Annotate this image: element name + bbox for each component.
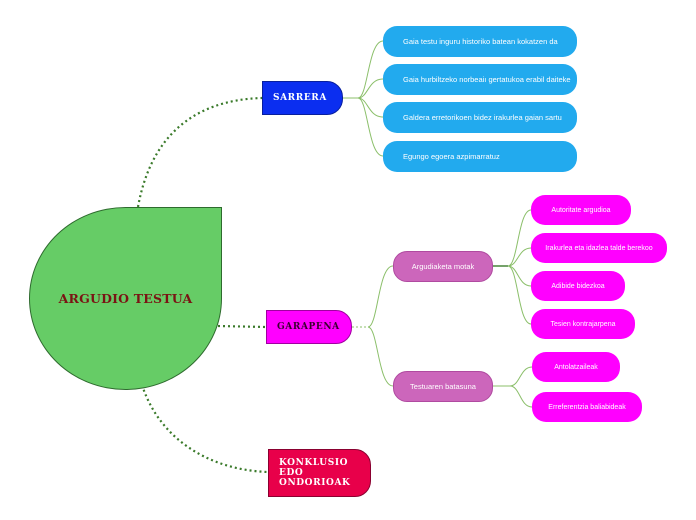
batasuna-item-1-label: Antolatzaileak	[554, 363, 598, 371]
argudio-item-3[interactable]: Adibide bidezkoa	[531, 271, 625, 301]
branch-sarrera[interactable]: SARRERA	[262, 81, 343, 115]
subtopic-argudiaketa-motak[interactable]: Argudiaketa motak	[393, 251, 493, 282]
batasuna-item-2[interactable]: Erreferentzia baliabideak	[532, 392, 642, 422]
argudio-item-3-label: Adibide bidezkoa	[551, 282, 605, 290]
connector-t1	[509, 366, 533, 387]
subtopic-testuaren-batasuna-label: Testuaren batasuna	[410, 382, 476, 391]
connector-s1	[357, 40, 384, 99]
batasuna-item-2-label: Erreferentzia baliabideak	[548, 403, 626, 411]
sarrera-item-4[interactable]: Egungo egoera azpimarratuz	[383, 141, 577, 172]
root-topic[interactable]: ARGUDIO TESTUA	[29, 207, 222, 390]
connector-root-garapena	[217, 324, 267, 329]
sarrera-item-2[interactable]: Gaia hurbiltzeko norbeaiı gertatukoa era…	[383, 64, 577, 95]
sarrera-item-3-label: Galdera erretorikoen bidez irakurlea gai…	[403, 113, 562, 122]
branch-konklusio-label: KONKLUSIO EDO ONDORIOAK	[279, 458, 351, 488]
branch-konklusio[interactable]: KONKLUSIO EDO ONDORIOAK	[268, 449, 371, 497]
branch-garapena[interactable]: GARAPENA	[266, 310, 352, 344]
sarrera-item-2-label: Gaia hurbiltzeko norbeaiı gertatukoa era…	[403, 75, 571, 84]
connector-m2	[507, 247, 532, 267]
connector-s2	[357, 78, 384, 99]
connector-root-konklusio	[140, 384, 269, 474]
connector-m4	[507, 265, 532, 325]
connector-g1	[367, 265, 394, 328]
subtopic-testuaren-batasuna[interactable]: Testuaren batasuna	[393, 371, 493, 402]
connector-t2	[509, 385, 533, 408]
argudio-item-4[interactable]: Tesien kontrajarpena	[531, 309, 635, 339]
argudio-item-1-label: Autoritate argudioa	[551, 206, 611, 214]
argudio-item-1[interactable]: Autoritate argudioa	[531, 195, 631, 225]
sarrera-item-4-label: Egungo egoera azpimarratuz	[403, 152, 500, 161]
sarrera-item-1-label: Gaia testu inguru historiko batean kokat…	[403, 37, 558, 46]
branch-garapena-label: GARAPENA	[277, 322, 340, 332]
branch-sarrera-label: SARRERA	[273, 93, 327, 103]
connector-s4	[357, 97, 384, 157]
root-topic-label: ARGUDIO TESTUA	[58, 291, 193, 306]
connector-m1	[507, 209, 532, 267]
batasuna-item-1[interactable]: Antolatzaileak	[532, 352, 620, 382]
connector-root-sarrera	[136, 96, 263, 208]
argudio-item-4-label: Tesien kontrajarpena	[550, 320, 616, 328]
sarrera-item-3[interactable]: Galdera erretorikoen bidez irakurlea gai…	[383, 102, 577, 133]
argudio-item-2-label: Irakurlea eta idazlea talde berekoo	[545, 244, 653, 252]
subtopic-argudiaketa-motak-label: Argudiaketa motak	[411, 262, 475, 271]
sarrera-item-1[interactable]: Gaia testu inguru historiko batean kokat…	[383, 26, 577, 57]
argudio-item-2[interactable]: Irakurlea eta idazlea talde berekoo	[531, 233, 667, 263]
connector-g2	[367, 326, 394, 387]
